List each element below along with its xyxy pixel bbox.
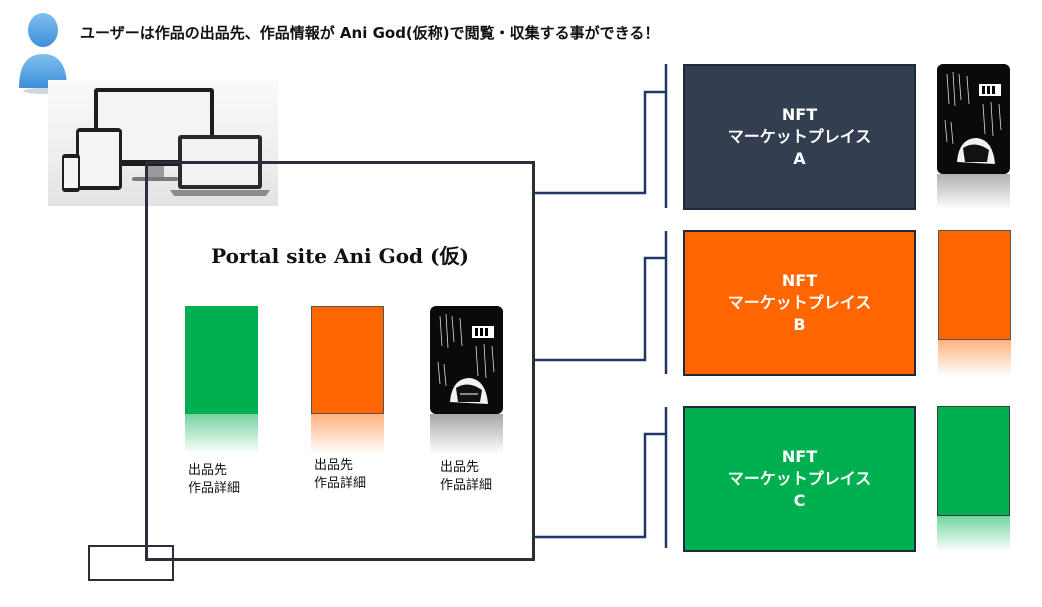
devices-image (48, 80, 278, 206)
card-reflection (185, 414, 258, 454)
portal-site-frame (145, 161, 535, 561)
card-label: 出品先 作品詳細 (188, 462, 240, 498)
devices-icon (62, 88, 270, 196)
card-label-line1: 出品先 (440, 460, 480, 475)
portal-card-orange[interactable] (311, 306, 384, 414)
portal-card-manga[interactable] (430, 306, 503, 414)
marketplace-c-line2: マーケットプレイス (727, 469, 872, 488)
portal-title: Portal site Ani God (仮) (211, 244, 469, 268)
marketplace-b-line1: NFT (781, 271, 818, 290)
marketplace-c-thumbnail[interactable] (937, 406, 1010, 516)
marketplace-a[interactable]: NFT マーケットプレイス A (683, 64, 916, 210)
card-reflection (311, 414, 384, 454)
marketplace-b-line2: マーケットプレイス (727, 293, 872, 312)
portal-card-green[interactable] (185, 306, 258, 414)
marketplace-b-thumbnail[interactable] (938, 230, 1011, 340)
marketplace-c[interactable]: NFT マーケットプレイス C (683, 406, 916, 552)
thumbnail-reflection (938, 340, 1011, 376)
card-label: 出品先 作品詳細 (440, 459, 492, 495)
marketplace-a-thumbnail[interactable] (937, 64, 1010, 174)
marketplace-c-line1: NFT (781, 447, 818, 466)
card-label-line2: 作品詳細 (440, 478, 493, 493)
card-label-line2: 作品詳細 (314, 476, 367, 491)
card-reflection (430, 414, 503, 454)
marketplace-b-line3: B (793, 315, 806, 334)
thumbnail-reflection (937, 516, 1010, 552)
card-label-line1: 出品先 (188, 463, 228, 478)
header-caption: ユーザーは作品の出品先、作品情報が Ani God(仮称)で閲覧・収集する事がで… (80, 24, 660, 42)
card-label-line1: 出品先 (314, 458, 354, 473)
marketplace-a-line2: マーケットプレイス (727, 127, 872, 146)
marketplace-a-line3: A (793, 149, 806, 168)
marketplace-c-line3: C (793, 491, 806, 510)
decorative-small-box (88, 545, 174, 581)
marketplace-b[interactable]: NFT マーケットプレイス B (683, 230, 916, 376)
card-label-line2: 作品詳細 (188, 481, 241, 496)
marketplace-a-line1: NFT (781, 105, 818, 124)
manga-artwork-icon (944, 71, 1002, 164)
thumbnail-reflection (937, 174, 1010, 210)
user-icon (19, 13, 67, 94)
card-label: 出品先 作品詳細 (314, 457, 366, 493)
manga-artwork-icon (437, 313, 495, 404)
